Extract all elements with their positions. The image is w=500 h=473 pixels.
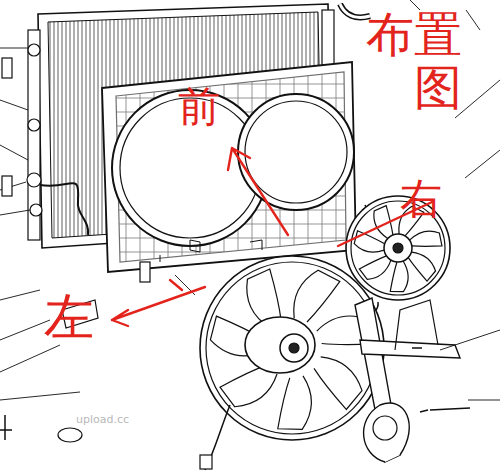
- fan-blade: [354, 231, 384, 252]
- direction-label: 前: [178, 84, 220, 130]
- direction-label: 右: [400, 176, 442, 222]
- layout-note: 布置图: [352, 8, 462, 114]
- fan-blade: [408, 252, 435, 281]
- fan-blade: [359, 256, 391, 280]
- fan-blade: [410, 231, 442, 246]
- fan-blade: [278, 376, 312, 429]
- red-annotation-strokes: [112, 148, 432, 326]
- direction-label: 左: [44, 290, 94, 345]
- fan-blade: [294, 270, 340, 322]
- fan-blade: [314, 357, 362, 410]
- watermark: upload.cc: [76, 414, 129, 426]
- fan-blade: [390, 261, 408, 292]
